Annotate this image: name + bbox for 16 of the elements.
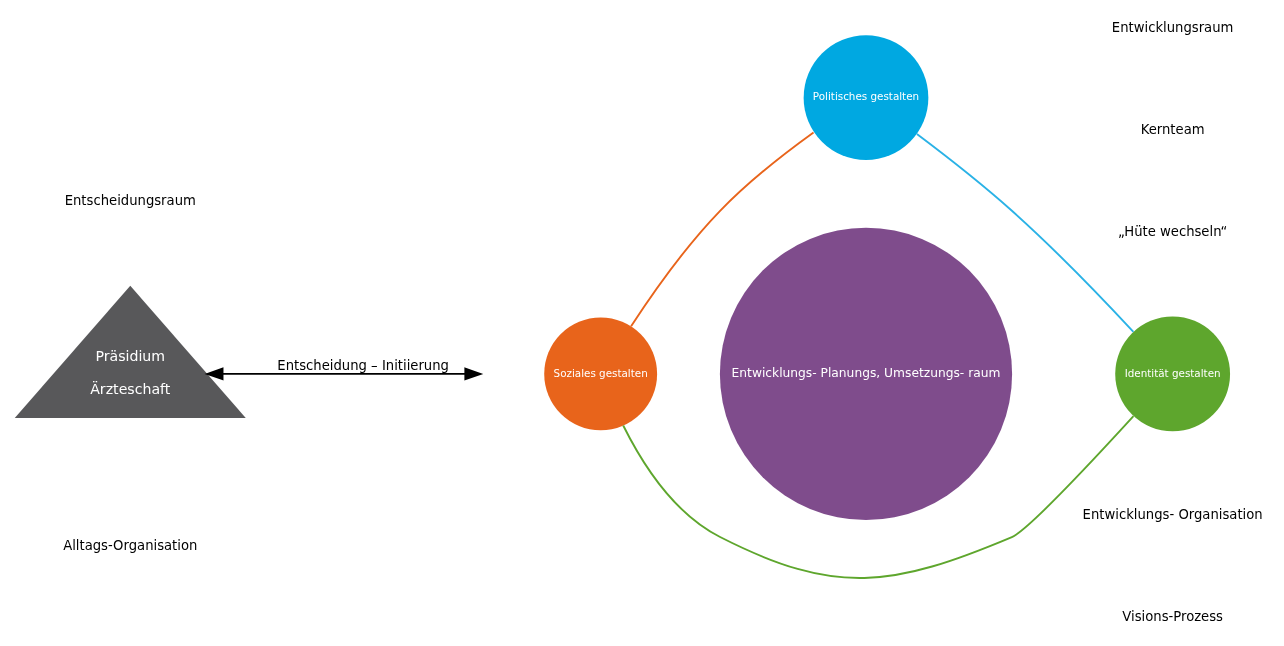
node-circle: Soziales gestalten — [543, 317, 657, 431]
node-circle: Politisches gestalten — [803, 35, 928, 160]
label: Kernteam — [1140, 122, 1205, 138]
label: Visions-Prozess — [1121, 608, 1223, 624]
label: Entscheidungsraum — [64, 192, 196, 208]
node-circle: Entwicklungs- Planungs, Umsetzungs- raum — [719, 227, 1012, 520]
connector — [621, 415, 1134, 579]
connector — [629, 131, 814, 328]
label: Entwicklungsraum — [1111, 20, 1233, 36]
arrow — [204, 367, 483, 381]
label: Alltags-Organisation — [62, 537, 197, 553]
node-circle: Identität gestalten — [1114, 316, 1230, 432]
label: „Hüte wechseln“ — [1117, 223, 1227, 239]
connector — [915, 133, 1134, 333]
edge-label: Entscheidung – Initiierung — [276, 358, 449, 374]
label: Entwicklungs- Organisation — [1082, 506, 1263, 522]
